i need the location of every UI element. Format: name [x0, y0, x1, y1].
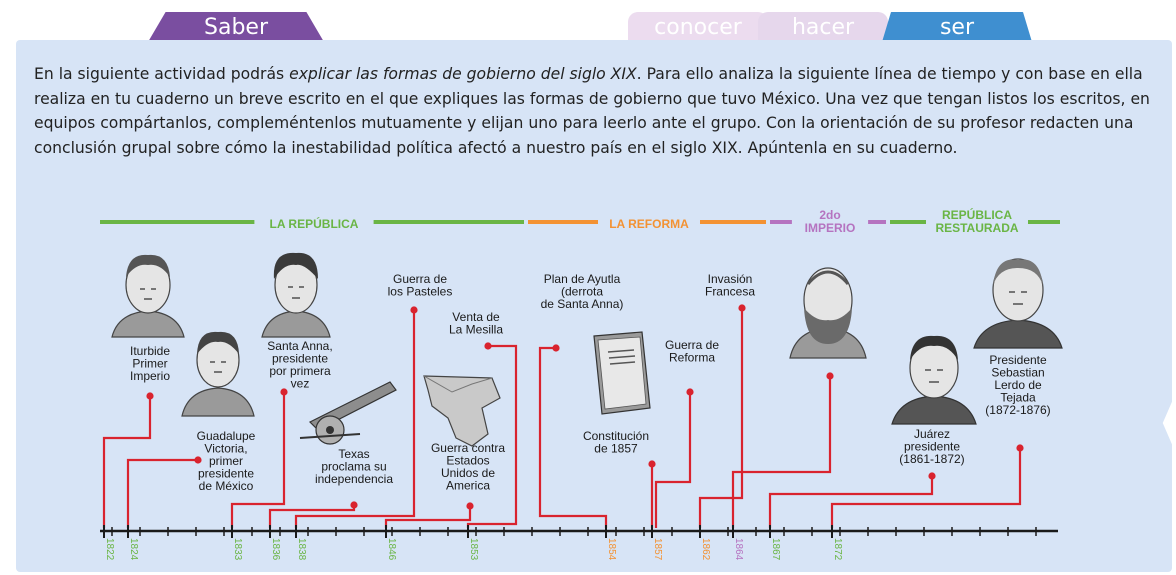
tab-conocer-label: conocer: [654, 14, 742, 40]
event-connector: [768, 476, 934, 528]
event-dot: [350, 501, 358, 509]
tab-saber-label: Saber: [204, 14, 268, 40]
event-connector: [538, 346, 608, 528]
instructions-part2: . Para ello analiza la siguiente línea d…: [34, 65, 1150, 157]
period-label: 2do: [819, 208, 840, 222]
year-label: 1862: [700, 538, 711, 561]
period-label: LA REFORMA: [609, 217, 689, 231]
instructions-part1: En la siguiente actividad podrás: [34, 65, 290, 83]
event-dot: [928, 472, 936, 480]
year-labels: 1822 1824 1833 1836 1838 1846 1853 1854 1857 1862…: [104, 538, 843, 561]
event-connectors: [102, 304, 1024, 528]
tab-ser-label: ser: [939, 14, 975, 40]
event-connector: [126, 458, 198, 528]
year-label: 1864: [733, 538, 744, 561]
event-connector: [830, 448, 1022, 528]
tab-saber[interactable]: Saber: [148, 12, 324, 42]
timeline-illustrations: [111, 252, 1063, 447]
portrait-iturbide-icon: [111, 254, 185, 338]
period-label: RESTAURADA: [935, 221, 1018, 235]
event-dot: [280, 388, 288, 396]
tab-hacer[interactable]: hacer: [758, 12, 888, 42]
event-connector: [731, 376, 832, 528]
year-label: 1867: [770, 538, 781, 561]
event-connector: [384, 506, 472, 528]
year-label: 1872: [832, 538, 843, 561]
event-dot: [738, 304, 746, 312]
portrait-juarez-icon: [891, 335, 977, 425]
portrait-lerdo-icon: [973, 258, 1063, 349]
timeline-ticks: [103, 525, 1037, 538]
tab-hacer-label: hacer: [791, 14, 855, 40]
constitution-book-icon: [593, 331, 651, 415]
year-label: 1853: [468, 538, 479, 561]
event-connector: [654, 392, 692, 528]
portrait-victoria-icon: [181, 331, 255, 417]
event-dot: [146, 392, 154, 400]
event-connector: [102, 396, 152, 528]
year-label: 1836: [270, 538, 281, 561]
event-dot: [466, 502, 474, 510]
period-label: IMPERIO: [805, 221, 856, 235]
year-label: 1857: [652, 538, 663, 561]
cannon-icon: [299, 381, 397, 445]
mexico-map-icon: [423, 375, 501, 447]
instructions-emphasis: explicar las formas de gobierno del sigl…: [289, 65, 637, 83]
event-dot: [410, 306, 418, 314]
year-label: 1822: [104, 538, 115, 561]
period-label: REPÚBLICA: [942, 207, 1012, 222]
event-dot: [826, 372, 834, 380]
activity-instructions: En la siguiente actividad podrás explica…: [34, 62, 1154, 160]
content-panel: [16, 40, 1172, 572]
event-dot: [648, 460, 656, 468]
tab-ser[interactable]: ser: [882, 12, 1032, 42]
event-dot: [1016, 444, 1024, 452]
portrait-santa-anna-icon: [261, 252, 331, 338]
event-dot: [552, 344, 560, 352]
year-label: 1846: [386, 538, 397, 561]
event-dot: [686, 388, 694, 396]
event-dot: [194, 456, 202, 464]
year-label: 1833: [232, 538, 243, 561]
event-connector: [698, 308, 744, 528]
year-label: 1824: [128, 538, 139, 561]
tab-conocer[interactable]: conocer: [628, 12, 768, 42]
event-connector: [230, 392, 286, 528]
event-dot: [484, 342, 492, 350]
year-label: 1838: [296, 538, 307, 561]
event-connector: [294, 310, 416, 528]
year-label: 1854: [606, 538, 617, 561]
period-label: LA REPÚBLICA: [270, 216, 359, 231]
portrait-maximiliano-icon: [789, 267, 867, 359]
